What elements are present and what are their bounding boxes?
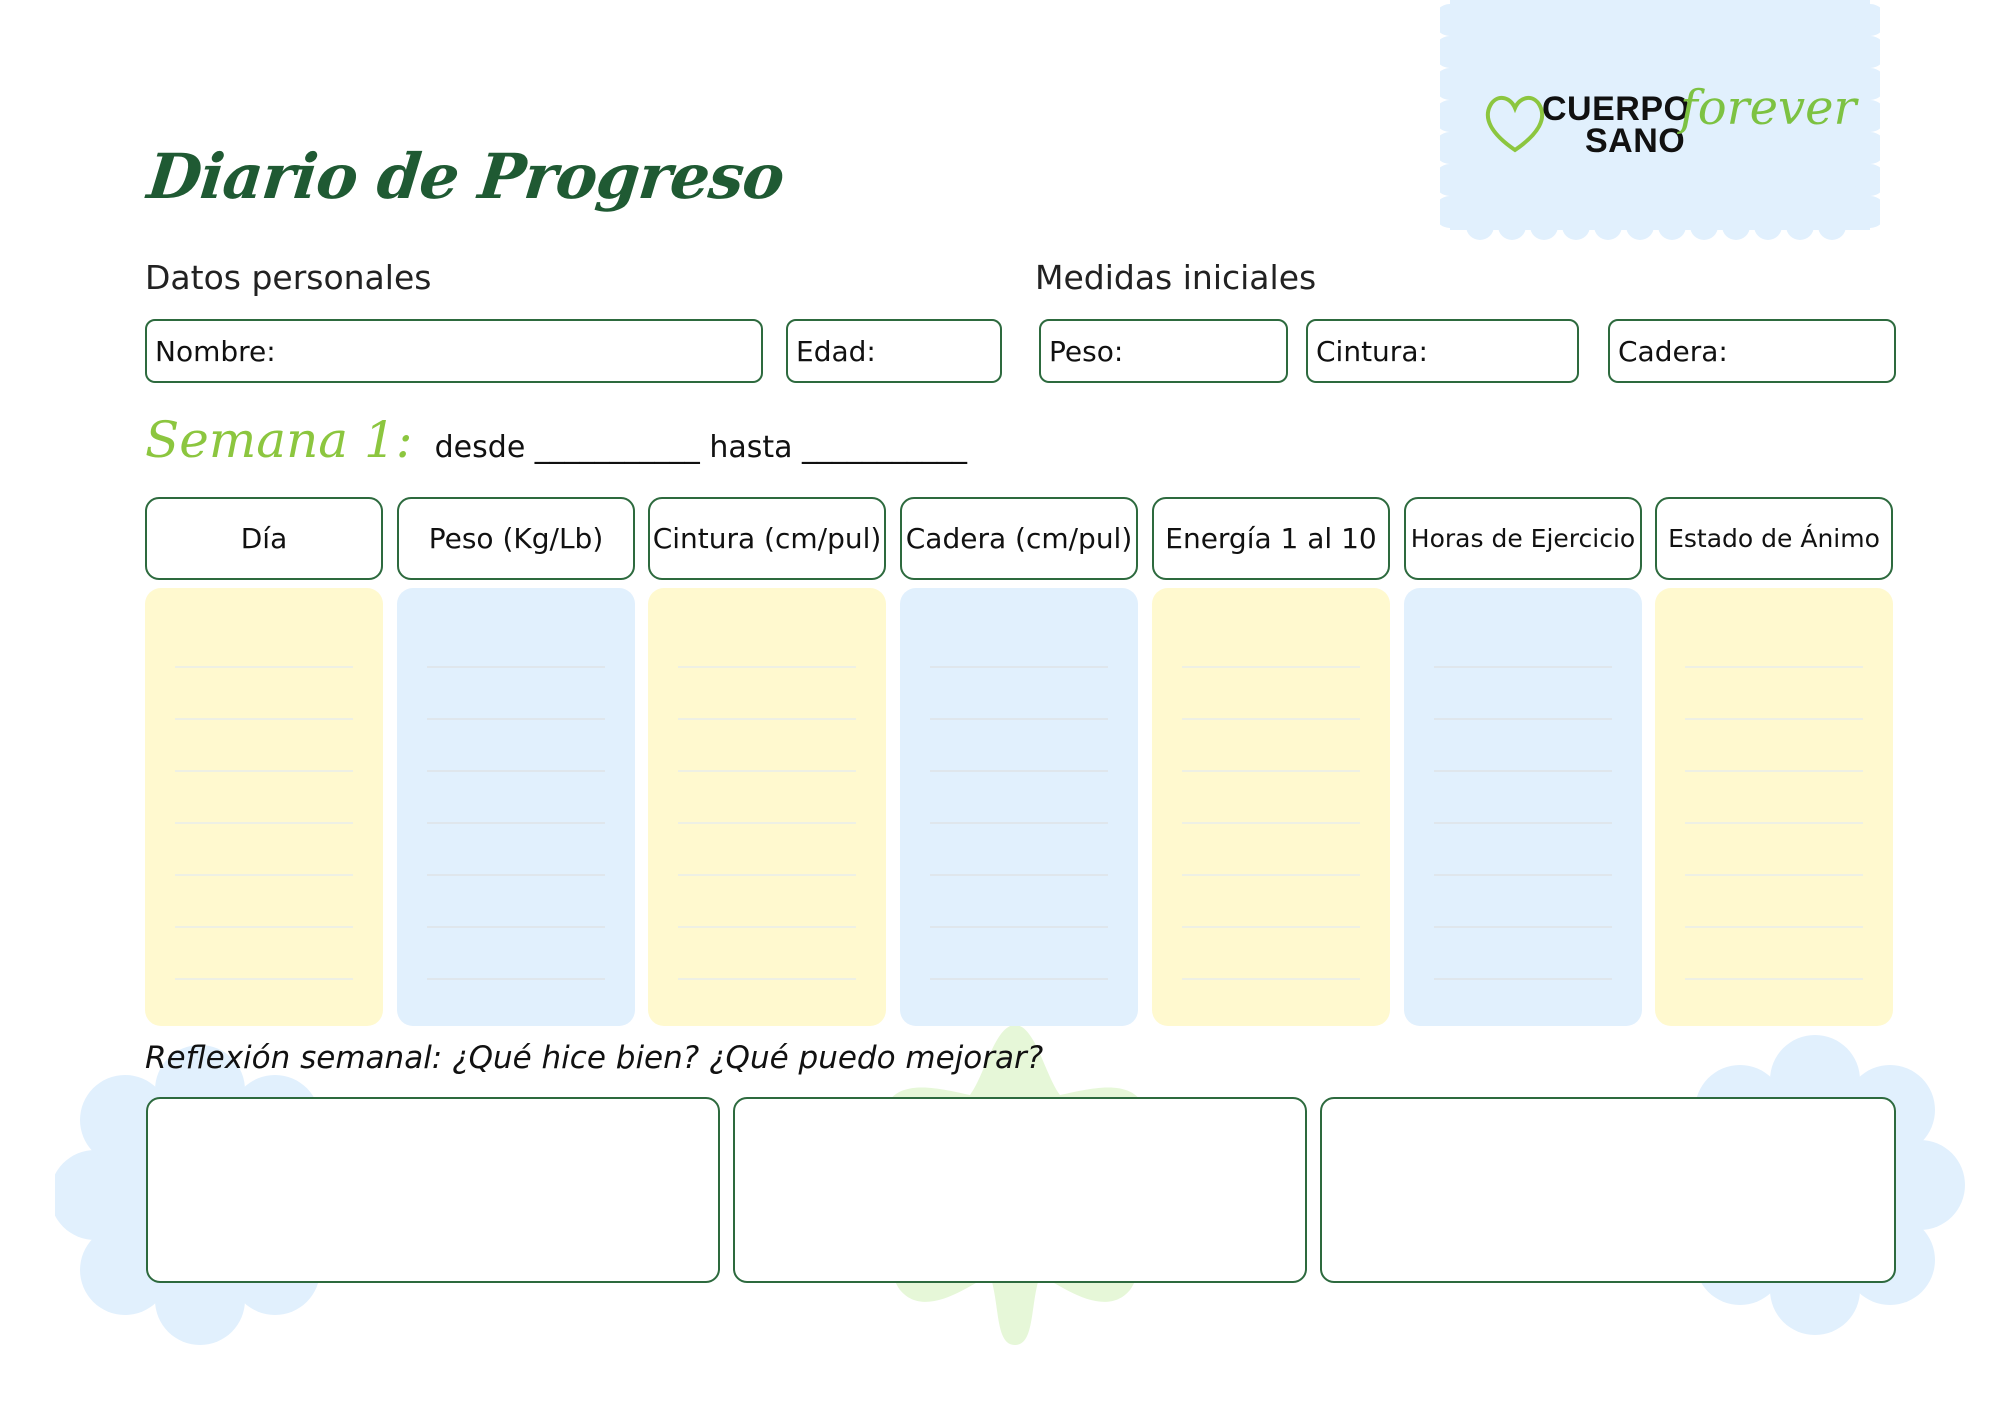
reflection-question: Reflexión semanal: ¿Qué hice bien? ¿Qué … <box>145 1040 1044 1076</box>
hip-field-label: Cadera: <box>1618 334 1728 368</box>
writing-line <box>930 770 1108 772</box>
writing-line <box>1685 822 1863 824</box>
writing-line <box>175 926 353 928</box>
writing-line <box>1182 978 1360 980</box>
name-field[interactable]: Nombre: <box>145 319 763 383</box>
writing-line <box>678 666 856 668</box>
writing-line <box>1434 822 1612 824</box>
writing-line <box>175 822 353 824</box>
writing-line <box>930 718 1108 720</box>
column-header-hip: Cadera (cm/pul) <box>900 497 1138 580</box>
writing-line <box>678 978 856 980</box>
writing-line <box>175 666 353 668</box>
writing-line <box>930 822 1108 824</box>
writing-line <box>427 978 605 980</box>
writing-line <box>1434 926 1612 928</box>
initial-measures-heading: Medidas iniciales <box>1035 258 1317 297</box>
writing-line <box>930 666 1108 668</box>
week-date-range[interactable]: desde ___________ hasta ___________ <box>434 429 968 465</box>
writing-line <box>930 874 1108 876</box>
writing-line <box>1685 718 1863 720</box>
writing-line <box>678 770 856 772</box>
writing-line <box>427 874 605 876</box>
page-title: Diario de Progreso <box>144 140 788 213</box>
writing-line <box>678 822 856 824</box>
weight-field-label: Peso: <box>1049 334 1124 368</box>
logo-text-sano: SANO <box>1585 122 1686 160</box>
column-day-entries[interactable] <box>145 588 383 1026</box>
column-mood-entries[interactable] <box>1655 588 1893 1026</box>
column-header-mood: Estado de Ánimo <box>1655 497 1893 580</box>
writing-line <box>678 718 856 720</box>
writing-line <box>930 978 1108 980</box>
column-header-exercise-hours: Horas de Ejercicio <box>1404 497 1642 580</box>
week-range-row: Semana 1: desde ___________ hasta ______… <box>145 390 967 490</box>
writing-line <box>1685 874 1863 876</box>
writing-line <box>427 770 605 772</box>
scalloped-header-panel <box>1440 0 1880 240</box>
age-field[interactable]: Edad: <box>786 319 1002 383</box>
reflection-box-1[interactable] <box>146 1097 720 1283</box>
personal-data-heading: Datos personales <box>145 258 432 297</box>
writing-line <box>1434 770 1612 772</box>
column-energy-entries[interactable] <box>1152 588 1390 1026</box>
writing-line <box>1434 666 1612 668</box>
writing-line <box>930 926 1108 928</box>
writing-line <box>1434 718 1612 720</box>
hip-field[interactable]: Cadera: <box>1608 319 1896 383</box>
writing-line <box>1685 978 1863 980</box>
reflection-box-3[interactable] <box>1320 1097 1896 1283</box>
writing-line <box>1182 874 1360 876</box>
writing-line <box>175 874 353 876</box>
writing-line <box>1685 926 1863 928</box>
column-hip-entries[interactable] <box>900 588 1138 1026</box>
waist-field-label: Cintura: <box>1316 334 1428 368</box>
writing-line <box>175 718 353 720</box>
column-waist-entries[interactable] <box>648 588 886 1026</box>
week-label: Semana 1: <box>145 411 413 469</box>
writing-line <box>1685 666 1863 668</box>
column-header-waist: Cintura (cm/pul) <box>648 497 886 580</box>
writing-line <box>427 926 605 928</box>
writing-line <box>678 926 856 928</box>
writing-line <box>1685 770 1863 772</box>
waist-field[interactable]: Cintura: <box>1306 319 1579 383</box>
writing-line <box>175 978 353 980</box>
writing-line <box>1182 770 1360 772</box>
writing-line <box>1434 874 1612 876</box>
column-header-day: Día <box>145 497 383 580</box>
column-weight-entries[interactable] <box>397 588 635 1026</box>
reflection-box-2[interactable] <box>733 1097 1307 1283</box>
brand-logo: CUERPO SANO forever <box>1480 80 1856 170</box>
logo-text-forever: forever <box>1680 80 1857 136</box>
name-field-label: Nombre: <box>155 334 276 368</box>
writing-line <box>1182 822 1360 824</box>
writing-line <box>427 822 605 824</box>
logo-text-cuerpo: CUERPO <box>1542 90 1691 128</box>
column-header-energy: Energía 1 al 10 <box>1152 497 1390 580</box>
weight-field[interactable]: Peso: <box>1039 319 1288 383</box>
writing-line <box>1182 666 1360 668</box>
column-exercise-hours-entries[interactable] <box>1404 588 1642 1026</box>
writing-line <box>1182 926 1360 928</box>
heart-icon <box>1485 96 1545 153</box>
age-field-label: Edad: <box>796 334 876 368</box>
writing-line <box>175 770 353 772</box>
writing-line <box>1434 978 1612 980</box>
column-header-weight: Peso (Kg/Lb) <box>397 497 635 580</box>
writing-line <box>427 718 605 720</box>
writing-line <box>1182 718 1360 720</box>
writing-line <box>427 666 605 668</box>
writing-line <box>678 874 856 876</box>
